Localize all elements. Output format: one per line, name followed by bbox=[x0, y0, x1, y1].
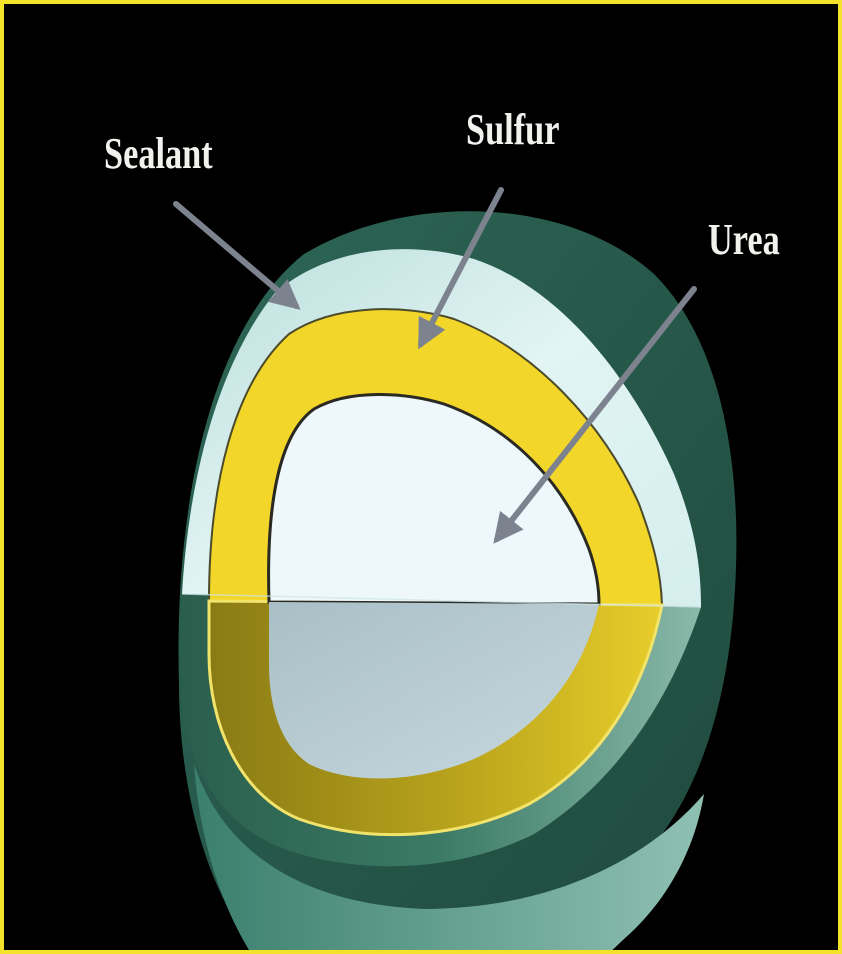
urea-label: Urea bbox=[708, 218, 780, 262]
sealant-arrow bbox=[176, 204, 296, 306]
sealant-label: Sealant bbox=[104, 132, 213, 176]
sulfur-label: Sulfur bbox=[466, 108, 559, 152]
